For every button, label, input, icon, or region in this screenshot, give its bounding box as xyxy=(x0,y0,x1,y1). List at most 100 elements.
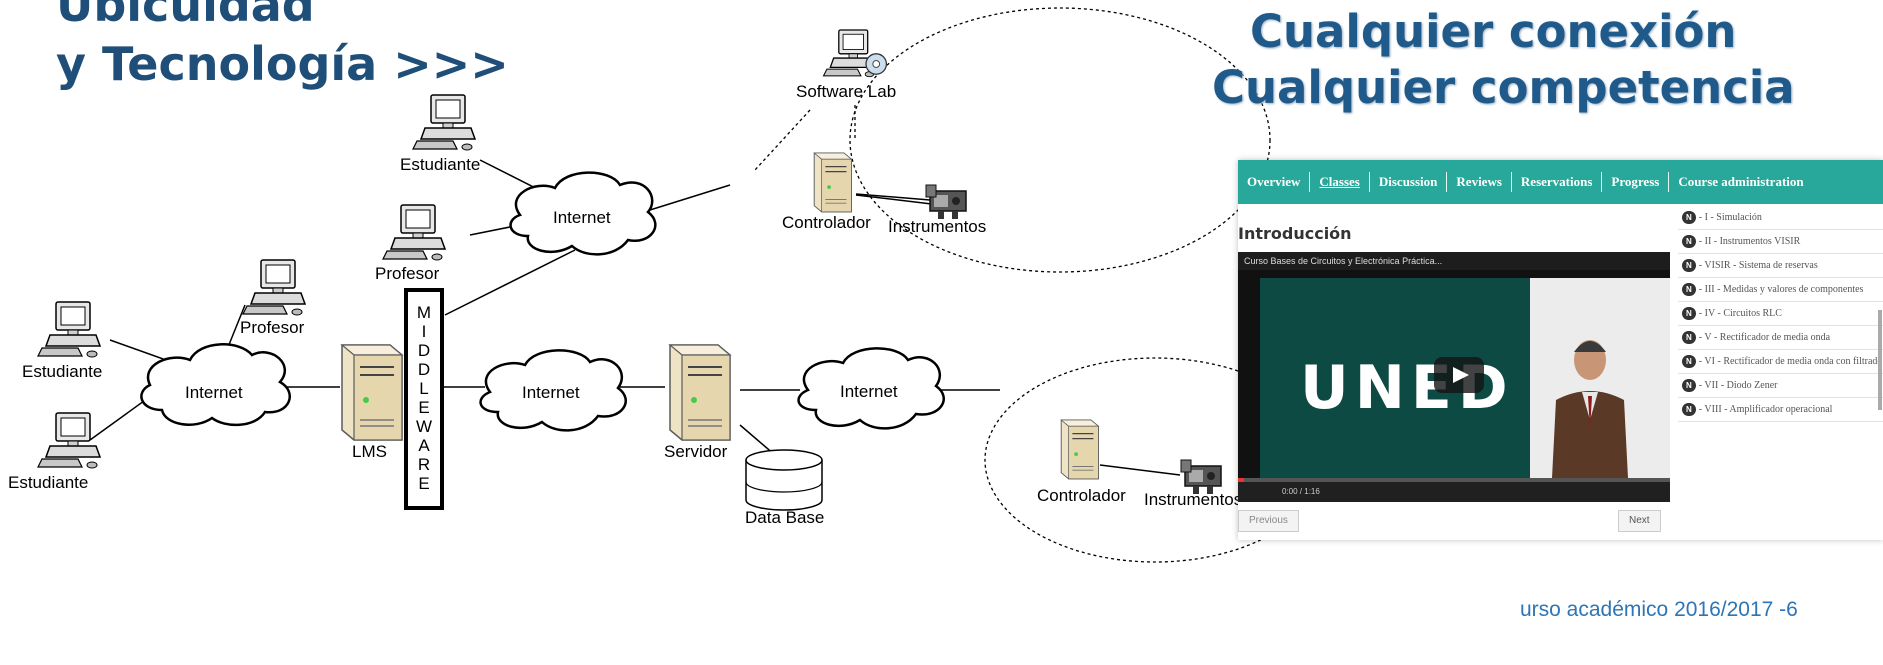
footer-text: urso académico 2016/2017 -6 xyxy=(1520,598,1798,621)
middleware-letter: L xyxy=(419,379,428,398)
middleware-letter: R xyxy=(418,455,430,474)
nav-overview[interactable]: Overview xyxy=(1238,172,1311,192)
slide-title-line1: Ubicuidad xyxy=(56,0,315,32)
nav-reviews[interactable]: Reviews xyxy=(1447,172,1512,192)
lesson-item[interactable]: N- V - Rectificador de media onda xyxy=(1678,326,1883,350)
lesson-label: - IV - Circuitos RLC xyxy=(1698,308,1782,319)
new-badge: N xyxy=(1682,307,1696,320)
lesson-scrollbar[interactable] xyxy=(1878,310,1882,410)
internet-cloud-right xyxy=(797,347,945,430)
video-progress[interactable] xyxy=(1238,478,1670,482)
right-title-line2: Cualquier competencia xyxy=(1212,61,1795,114)
nav-progress[interactable]: Progress xyxy=(1602,172,1670,192)
label-controller-top: Controlador xyxy=(782,213,871,232)
video-time: 0:00 / 1:16 xyxy=(1238,482,1670,502)
lesson-label: - VIII - Amplificador operacional xyxy=(1698,404,1833,415)
middleware-letter: D xyxy=(418,341,430,360)
student-pc-left1 xyxy=(37,301,101,358)
nav-classes[interactable]: Classes xyxy=(1310,172,1370,192)
new-badge: N xyxy=(1682,355,1696,368)
label-student-left2: Estudiante xyxy=(8,473,88,492)
database-icon xyxy=(745,449,823,511)
main-server-icon xyxy=(669,344,731,441)
right-title-line1: Cualquier conexión xyxy=(1250,5,1737,58)
lesson-item[interactable]: N- VIII - Amplificador operacional xyxy=(1678,398,1883,422)
presenter-image xyxy=(1552,340,1628,478)
label-internet-left: Internet xyxy=(185,383,243,402)
software-lab-icon xyxy=(822,29,888,78)
professor-pc-top xyxy=(382,204,446,261)
middleware-letter: M xyxy=(417,303,431,322)
label-lms: LMS xyxy=(352,442,387,461)
play-button[interactable] xyxy=(1434,357,1484,393)
middleware-bar xyxy=(404,288,444,510)
label-internet-middle: Internet xyxy=(522,383,580,402)
label-controller-bottom: Controlador xyxy=(1037,486,1126,505)
label-database: Data Base xyxy=(745,508,824,527)
middleware-letter: A xyxy=(418,436,430,455)
student-pc-top xyxy=(412,94,476,151)
lms-server-icon xyxy=(341,344,403,441)
label-student-left1: Estudiante xyxy=(22,362,102,381)
controller-top-icon xyxy=(813,152,853,213)
lesson-item[interactable]: N- I - Simulación xyxy=(1678,206,1883,230)
middleware-letter: I xyxy=(422,322,427,341)
label-internet-right: Internet xyxy=(840,382,898,401)
lesson-label: - II - Instrumentos VISIR xyxy=(1698,236,1801,247)
video-title: Curso Bases de Circuitos y Electrónica P… xyxy=(1238,252,1670,270)
label-software-lab: Software Lab xyxy=(796,82,896,101)
lab-boundary-top xyxy=(849,7,1271,273)
video-frame-logo-area: UNED xyxy=(1260,278,1530,478)
label-instruments-top: Instrumentos xyxy=(888,217,986,236)
lesson-label: - V - Rectificador de media onda xyxy=(1698,332,1831,343)
new-badge: N xyxy=(1682,235,1696,248)
section-title: Introducción xyxy=(1238,224,1352,243)
middleware-letter: E xyxy=(418,398,429,417)
lesson-label: - III - Medidas y valores de componentes xyxy=(1698,284,1864,295)
course-nav: Overview Classes Discussion Reviews Rese… xyxy=(1238,160,1883,204)
label-professor-top: Profesor xyxy=(375,264,440,283)
student-pc-left2 xyxy=(37,412,101,469)
label-student-top: Estudiante xyxy=(400,155,480,174)
video-frame-presenter-area xyxy=(1530,278,1670,478)
internet-cloud-left xyxy=(140,343,291,427)
middleware-letter: D xyxy=(418,360,430,379)
course-screenshot: Overview Classes Discussion Reviews Rese… xyxy=(1238,160,1883,540)
middleware-letter: W xyxy=(416,417,432,436)
controller-bottom-icon xyxy=(1060,419,1100,480)
previous-button[interactable]: Previous xyxy=(1238,510,1299,532)
lesson-item[interactable]: N- VI - Rectificador de media onda con f… xyxy=(1678,350,1883,374)
label-internet-top: Internet xyxy=(553,208,611,227)
lesson-item[interactable]: N- III - Medidas y valores de componente… xyxy=(1678,278,1883,302)
lesson-label: - I - Simulación xyxy=(1698,212,1762,223)
new-badge: N xyxy=(1682,403,1696,416)
new-badge: N xyxy=(1682,259,1696,272)
label-professor-left: Profesor xyxy=(240,318,305,337)
middleware-letter: E xyxy=(418,474,429,493)
lesson-item[interactable]: N- IV - Circuitos RLC xyxy=(1678,302,1883,326)
video-player[interactable]: Curso Bases de Circuitos y Electrónica P… xyxy=(1238,252,1670,502)
instruments-top-icon xyxy=(925,184,967,220)
label-instruments-bottom: Instrumentos xyxy=(1144,490,1242,509)
lesson-item[interactable]: N- II - Instrumentos VISIR xyxy=(1678,230,1883,254)
new-badge: N xyxy=(1682,283,1696,296)
instruments-bottom-icon xyxy=(1180,459,1222,495)
lesson-item[interactable]: N- VII - Diodo Zener xyxy=(1678,374,1883,398)
new-badge: N xyxy=(1682,379,1696,392)
lesson-item[interactable]: N- VISIR - Sistema de reservas xyxy=(1678,254,1883,278)
nav-course-administration[interactable]: Course administration xyxy=(1678,174,1804,189)
internet-cloud-top xyxy=(509,171,657,256)
nav-discussion[interactable]: Discussion xyxy=(1370,172,1448,192)
slide-title-line2: y Tecnología >>> xyxy=(56,37,509,91)
professor-pc-left xyxy=(242,259,306,316)
lesson-label: - VII - Diodo Zener xyxy=(1698,380,1778,391)
nav-reservations[interactable]: Reservations xyxy=(1512,172,1603,192)
lesson-label: - VISIR - Sistema de reservas xyxy=(1698,260,1818,271)
next-button[interactable]: Next xyxy=(1618,510,1661,532)
new-badge: N xyxy=(1682,211,1696,224)
new-badge: N xyxy=(1682,331,1696,344)
internet-cloud-middle xyxy=(479,349,627,432)
